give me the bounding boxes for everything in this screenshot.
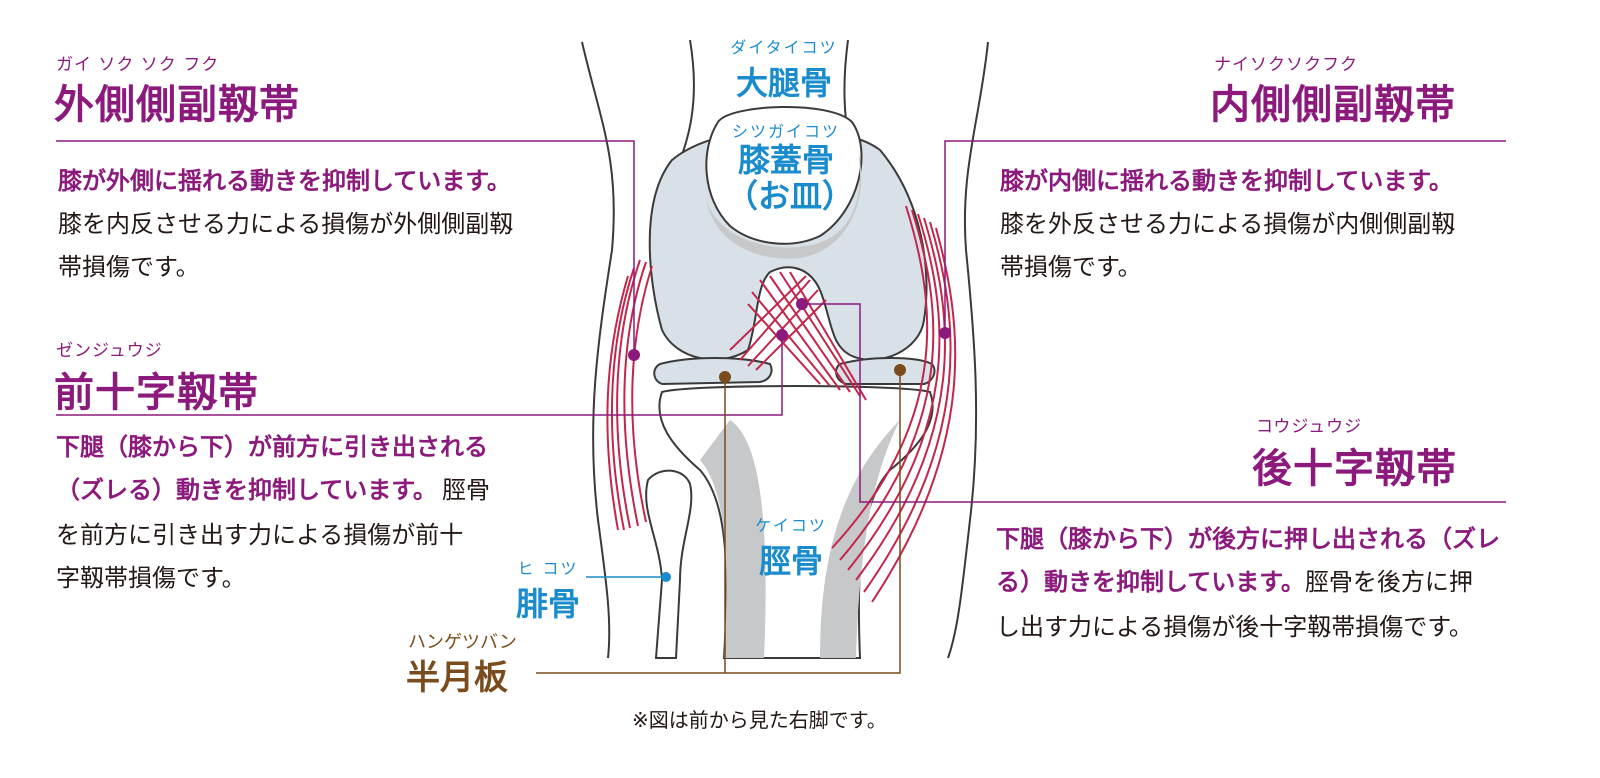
acl-title: 前十字靱帯 bbox=[54, 370, 259, 416]
fibula-label: ヒ コツ 腓骨 bbox=[506, 555, 590, 625]
acl-leader bbox=[56, 335, 783, 416]
pcl-ruby: コウジュウジ bbox=[1256, 417, 1363, 437]
patella-label: シツガイコツ 膝蓋骨 （お皿） bbox=[726, 118, 855, 215]
acl-body-line-2: 字靱帯損傷です。 bbox=[56, 564, 246, 592]
pcl-leader bbox=[802, 303, 1506, 503]
mcl-body-line-2: 帯損傷です。 bbox=[1000, 253, 1142, 281]
tibia-shadow bbox=[700, 420, 766, 658]
mcl-body-line-1: 膝を外反させる力による損傷が内側側副靱 bbox=[1000, 210, 1456, 238]
lcl-ruby: ガイ ソク ソク フク bbox=[56, 55, 220, 75]
fibula-name: 腓骨 bbox=[515, 585, 580, 623]
meniscus-ruby: ハンゲツバン bbox=[408, 632, 517, 653]
cruciate-fibers bbox=[729, 271, 867, 401]
mcl-lead: 膝が内側に揺れる動きを抑制しています。 bbox=[1000, 167, 1453, 195]
pcl-lead-line-2: る）動きを抑制しています。 bbox=[996, 568, 1305, 596]
pcl-body-tail: 脛骨を後方に押 bbox=[1304, 568, 1473, 596]
acl-marker bbox=[776, 329, 788, 341]
pcl-lead-line-2-row: る）動きを抑制しています。脛骨を後方に押 bbox=[996, 561, 1556, 606]
patella-ruby: シツガイコツ bbox=[731, 122, 840, 141]
fibula-ruby: ヒ コツ bbox=[517, 559, 579, 578]
acl-description: 下腿（膝から下）が前方に引き出される （ズレる）動きを抑制しています。 脛骨 を… bbox=[56, 426, 556, 600]
patella-name-line-2: （お皿） bbox=[726, 177, 855, 215]
figure-note: ※図は前から見た右脚です。 bbox=[632, 708, 887, 732]
lcl-body-line-1: 膝を内反させる力による損傷が外側側副靱 bbox=[58, 210, 514, 238]
fibula-marker bbox=[661, 572, 671, 582]
acl-ruby: ゼンジュウジ bbox=[56, 341, 163, 361]
mcl-fibers bbox=[831, 205, 957, 603]
femur-ruby: ダイタイコツ bbox=[730, 38, 838, 57]
meniscus-marker-lateral bbox=[719, 371, 731, 383]
meniscus-lateral bbox=[653, 357, 773, 386]
patella-shape bbox=[705, 105, 863, 245]
meniscus-marker-medial bbox=[894, 364, 906, 376]
lcl-lead: 膝が外側に揺れる動きを抑制しています。 bbox=[58, 167, 511, 195]
tibia-ruby: ケイコツ bbox=[755, 516, 827, 535]
mcl-description: 膝が内側に揺れる動きを抑制しています。 膝を外反させる力による損傷が内側側副靱 … bbox=[1000, 160, 1560, 289]
pcl-body-line-1: し出す力による損傷が後十字靱帯損傷です。 bbox=[996, 613, 1473, 641]
pcl-title: 後十字靱帯 bbox=[1252, 446, 1457, 492]
mcl-leader bbox=[944, 140, 1506, 333]
tibia-label: ケイコツ 脛骨 bbox=[736, 512, 846, 582]
acl-lead-line-1: 下腿（膝から下）が前方に引き出される bbox=[56, 433, 488, 461]
femur-label: ダイタイコツ 大腿骨 bbox=[724, 34, 844, 104]
acl-body-tail: 脛骨 bbox=[441, 476, 490, 504]
pcl-description: 下腿（膝から下）が後方に押し出される（ズレ る）動きを抑制しています。脛骨を後方… bbox=[996, 518, 1556, 649]
leg-outline-left bbox=[581, 41, 615, 659]
meniscus-leader bbox=[536, 370, 901, 674]
acl-lead-line-2-row: （ズレる）動きを抑制しています。 脛骨 bbox=[56, 469, 556, 514]
patella-name-line-1: 膝蓋骨 bbox=[737, 141, 834, 179]
mcl-marker bbox=[939, 327, 951, 339]
lcl-title: 外側側副靱帯 bbox=[54, 82, 300, 128]
lcl-description: 膝が外側に揺れる動きを抑制しています。 膝を内反させる力による損傷が外側側副靱 … bbox=[58, 160, 618, 289]
tibia-shadow-2 bbox=[820, 420, 900, 658]
pcl-lead-line-1: 下腿（膝から下）が後方に押し出される（ズレ bbox=[996, 525, 1500, 553]
tibia-name: 脛骨 bbox=[758, 542, 823, 580]
lcl-marker bbox=[628, 349, 640, 361]
lcl-leader bbox=[56, 140, 635, 355]
mcl-ruby: ナイソクソクフク bbox=[1214, 55, 1358, 75]
meniscus-name: 半月板 bbox=[406, 658, 508, 698]
lcl-body-line-2: 帯損傷です。 bbox=[58, 253, 200, 281]
fibula-bone bbox=[645, 469, 693, 659]
mcl-title: 内側側副靱帯 bbox=[1210, 82, 1456, 128]
acl-lead-line-2: （ズレる）動きを抑制しています。 bbox=[56, 476, 437, 504]
lcl-fibers bbox=[606, 259, 653, 531]
acl-body-line-1: を前方に引き出す力による損傷が前十 bbox=[56, 521, 464, 549]
pcl-marker bbox=[796, 298, 808, 310]
leg-outline-right bbox=[947, 41, 989, 659]
femur-name: 大腿骨 bbox=[735, 64, 832, 102]
